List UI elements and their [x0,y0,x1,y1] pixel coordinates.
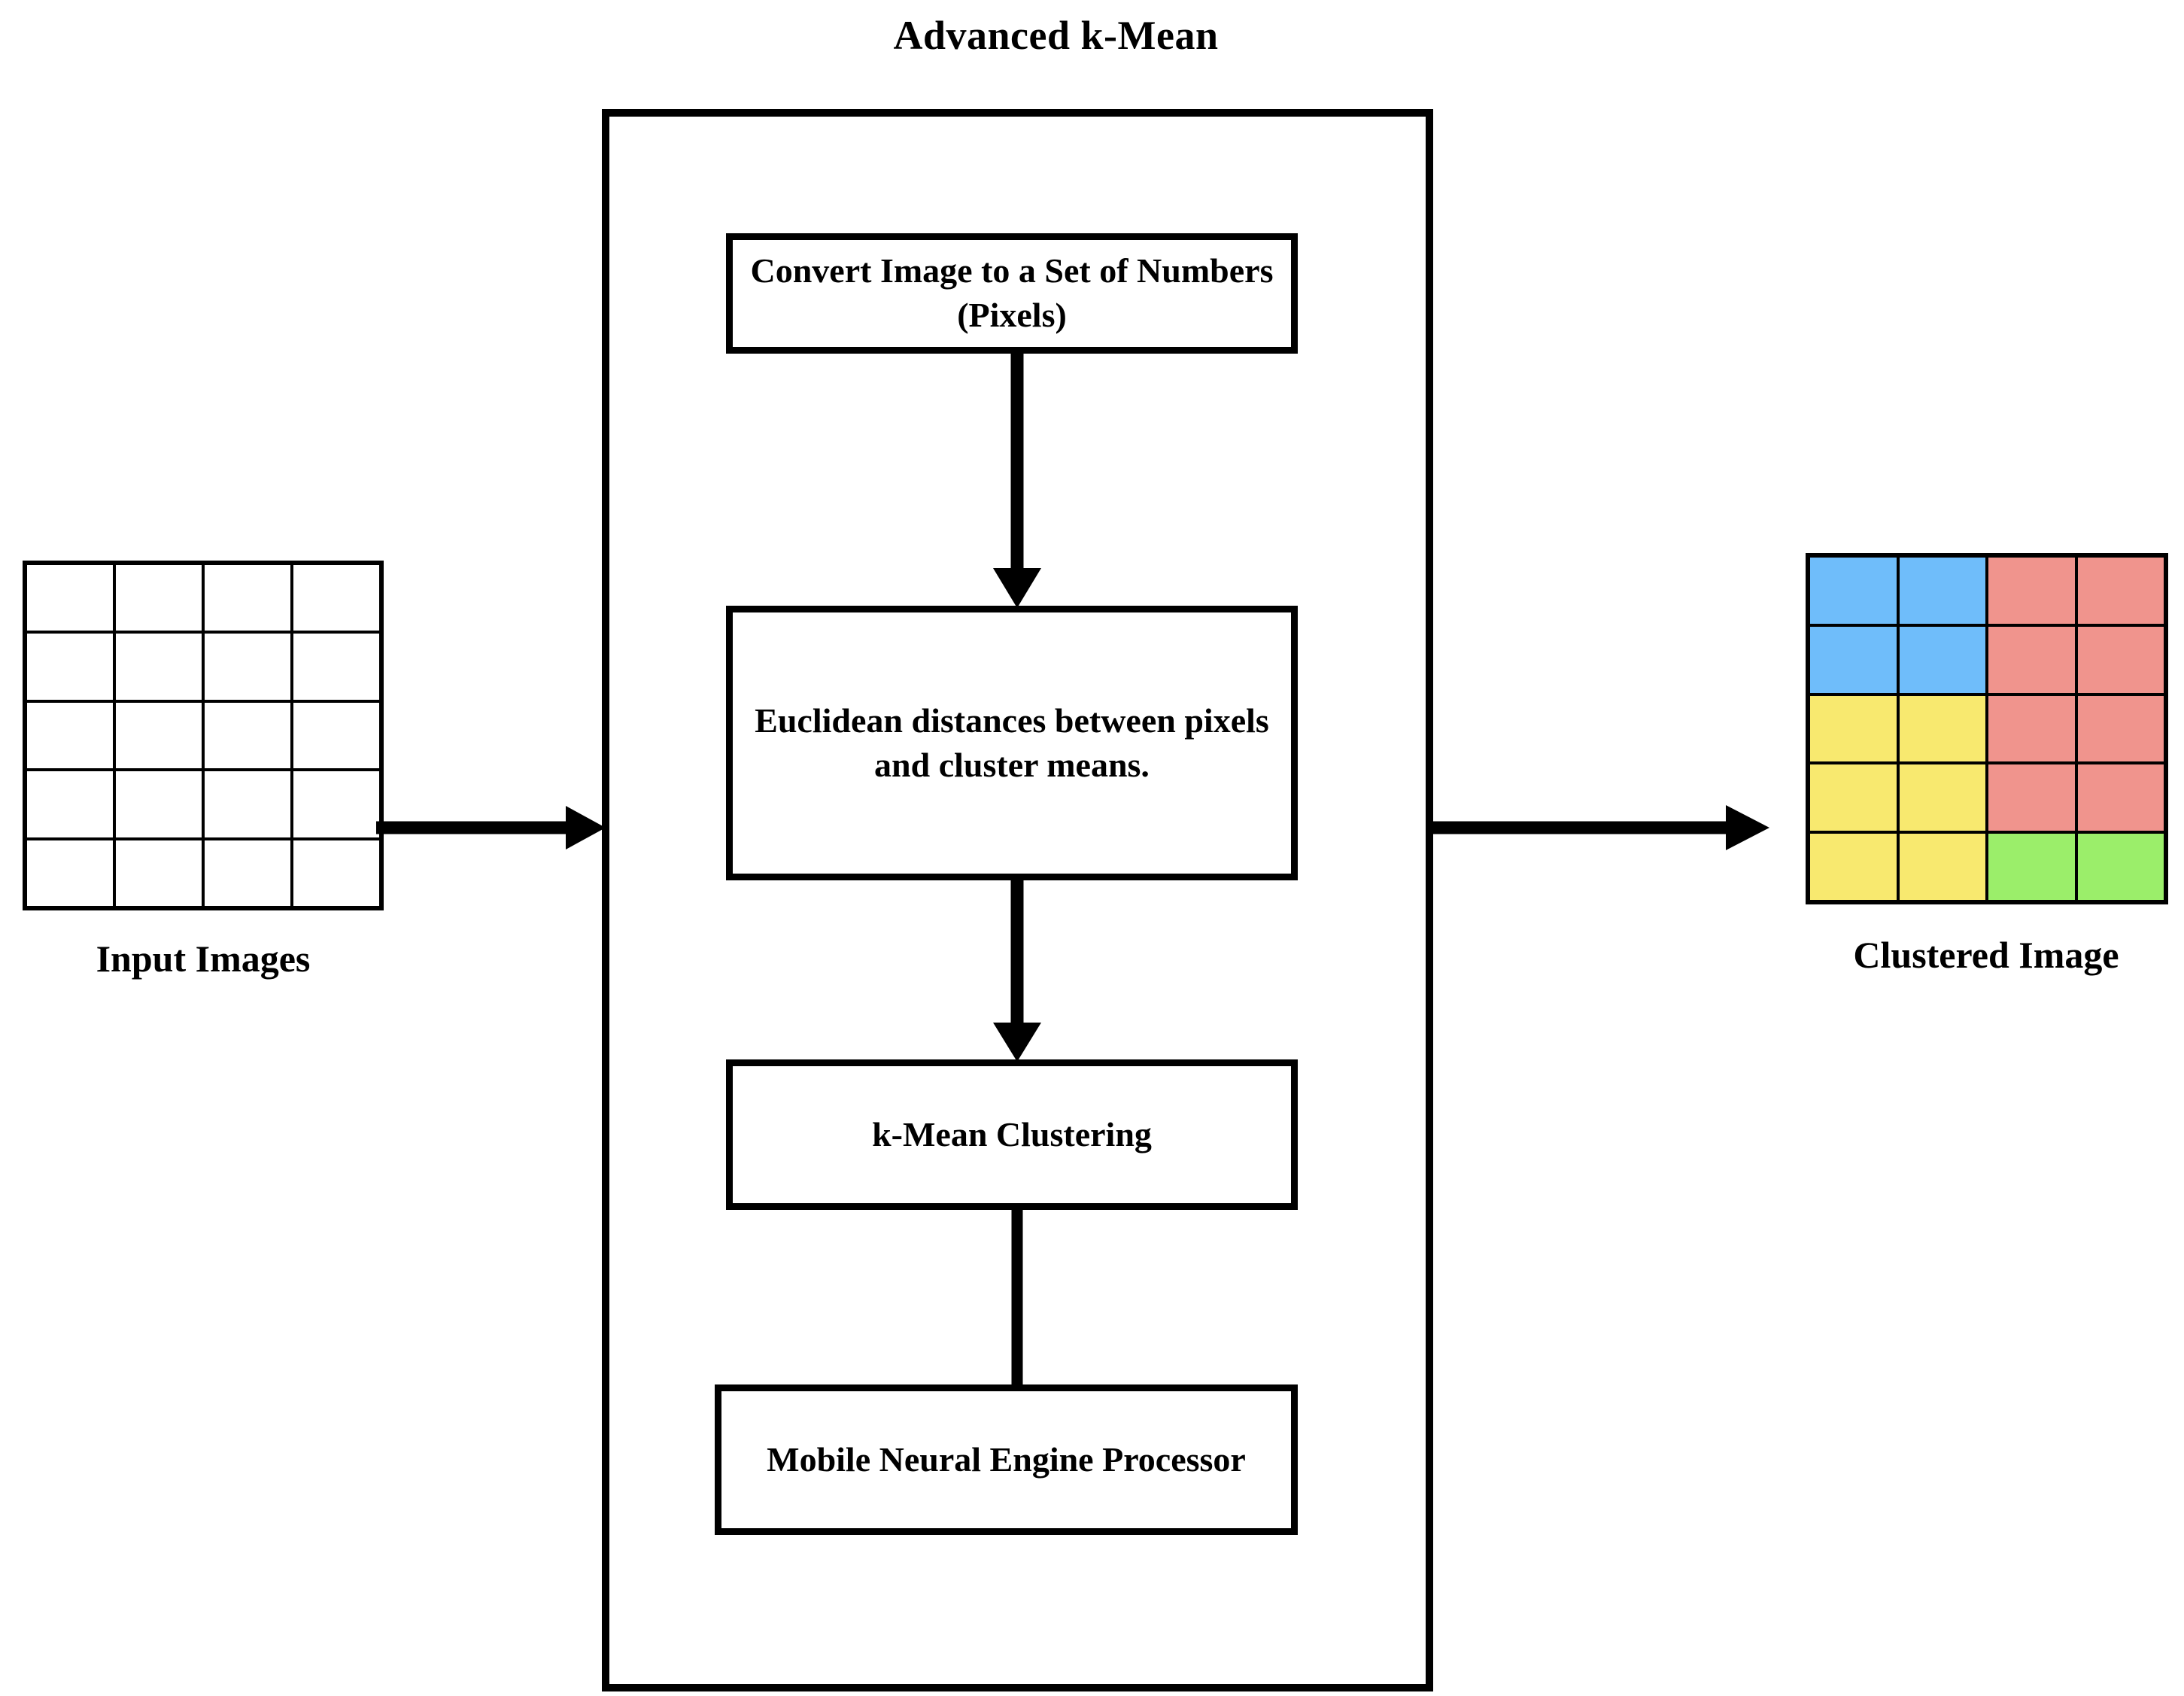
step-box-convert-image: Convert Image to a Set of Numbers (Pixel… [726,233,1298,354]
grid-cell [1899,834,1985,900]
grid-cell [116,771,202,837]
grid-cell [2077,695,2164,762]
arrow-pipeline-to-output [1429,790,1775,865]
grid-cell [1988,695,2075,762]
clustered-image-caption: Clustered Image [1853,934,2119,976]
grid-cell [205,634,290,700]
grid-cell [27,771,113,837]
arrow-convert-to-distance [978,354,1056,609]
grid-cell [1899,626,1985,693]
grid-cell [293,702,379,769]
grid-cell [1988,834,2075,900]
grid-cell [2077,834,2164,900]
grid-cell [1899,764,1985,831]
grid-cell [293,840,379,906]
step-box-euclidean-distance: Euclidean distances between pixels and c… [726,606,1298,880]
grid-cell [2077,626,2164,693]
grid-cell [116,840,202,906]
grid-cell [116,565,202,631]
grid-cell [27,840,113,906]
grid-cell [205,771,290,837]
grid-cell [1810,764,1897,831]
grid-cell [27,702,113,769]
grid-cell [205,840,290,906]
input-images-caption: Input Images [96,938,311,980]
grid-cell [27,634,113,700]
step-box-kmean-clustering: k-Mean Clustering [726,1059,1298,1210]
step-label-euclidean-distance: Euclidean distances between pixels and c… [755,701,1269,784]
input-images-grid [23,561,384,910]
grid-cell [27,565,113,631]
page-title: Advanced k-Mean [0,12,2184,59]
grid-cell [1899,558,1985,624]
grid-cell [205,702,290,769]
clustered-image-grid [1806,553,2168,904]
grid-cell [1988,558,2075,624]
step-box-mobile-neural-engine: Mobile Neural Engine Processor [715,1384,1298,1535]
step-label-convert-image: Convert Image to a Set of Numbers (Pixel… [750,251,1274,334]
grid-cell [1810,558,1897,624]
grid-cell [293,771,379,837]
grid-cell [1810,695,1897,762]
arrow-input-to-pipeline [376,794,609,862]
grid-cell [293,634,379,700]
grid-cell [205,565,290,631]
grid-cell [1988,626,2075,693]
grid-cell [116,702,202,769]
grid-cell [293,565,379,631]
grid-cell [1810,834,1897,900]
grid-cell [1988,764,2075,831]
grid-cell [2077,558,2164,624]
step-label-kmean-clustering: k-Mean Clustering [872,1114,1152,1153]
grid-cell [1810,626,1897,693]
grid-cell [1899,695,1985,762]
line-kmean-to-mobile [1008,1210,1026,1387]
step-label-mobile-neural-engine: Mobile Neural Engine Processor [767,1439,1246,1479]
page-title-text: Advanced k-Mean [893,13,1219,58]
grid-cell [2077,764,2164,831]
arrow-distance-to-kmean [978,880,1056,1063]
grid-cell [116,634,202,700]
